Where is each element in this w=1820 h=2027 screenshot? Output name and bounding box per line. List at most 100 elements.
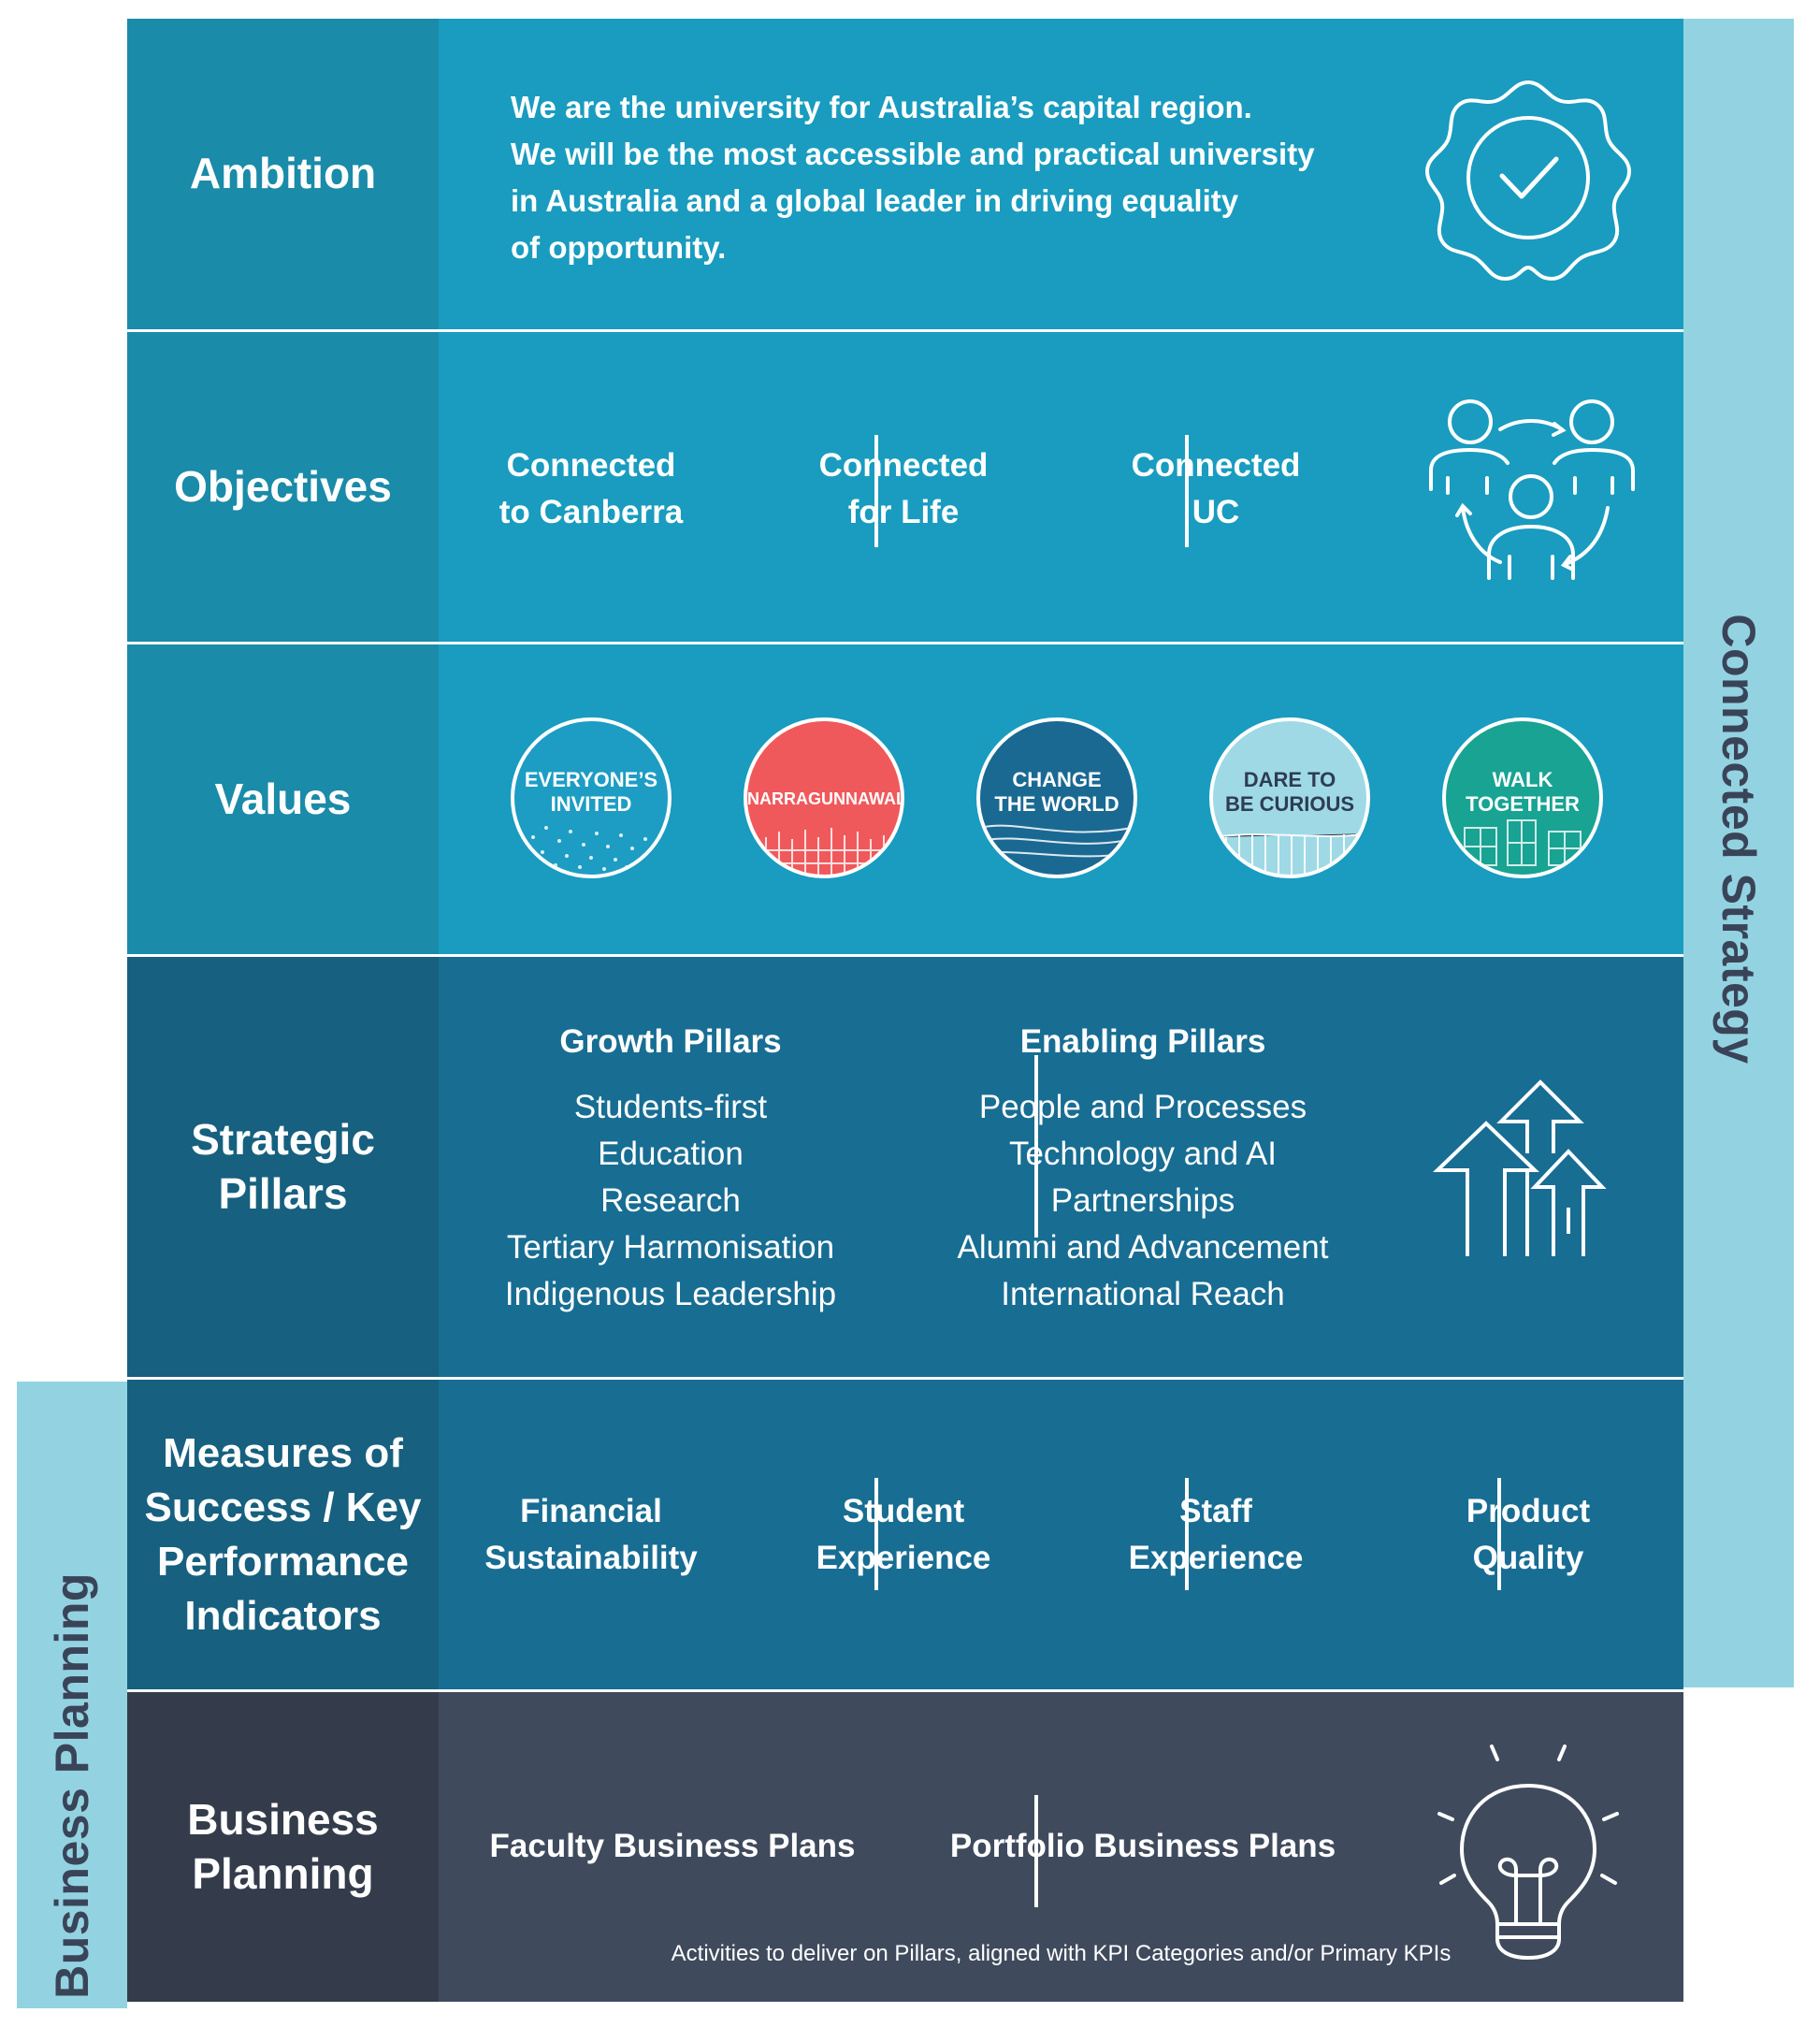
label-line: Business xyxy=(187,1795,379,1844)
divider xyxy=(874,435,878,547)
strategic-pillars-row: Strategic Pillars Growth Pillars Student… xyxy=(127,957,1683,1377)
kpi-item: Product Quality xyxy=(1466,1488,1590,1582)
ambition-body: We are the university for Australia’s ca… xyxy=(439,19,1683,329)
ambition-line: in Australia and a global leader in driv… xyxy=(511,183,1239,218)
label-line: Strategic xyxy=(191,1115,375,1164)
divider xyxy=(1185,1478,1189,1590)
kpi-item: Staff Experience xyxy=(1129,1488,1304,1582)
kpi-line: Sustainability xyxy=(484,1540,698,1576)
value-dare-to-be-curious: DARE TO BE CURIOUS xyxy=(1209,717,1370,878)
label-line: Planning xyxy=(192,1848,374,1898)
business-planning-band: Business Planning xyxy=(17,1382,127,2008)
business-plan-item: Portfolio Business Plans xyxy=(949,1828,1336,1864)
kpi-line: Financial xyxy=(520,1493,662,1529)
objective-line: Connected xyxy=(506,447,676,484)
enabling-pillars-title: Enabling Pillars xyxy=(1019,1023,1266,1060)
speckle-pattern-icon xyxy=(531,826,658,871)
strategic-pillars-body: Growth Pillars Students-first Education … xyxy=(439,957,1683,1377)
connected-strategy-label: Connected Strategy xyxy=(1712,614,1765,1064)
objective-item: Connected to Canberra xyxy=(499,442,683,536)
label-line: Pillars xyxy=(218,1168,348,1218)
value-line: WALK xyxy=(1492,768,1553,791)
value-everyones-invited: EVERYONE’S INVITED xyxy=(511,717,672,878)
kpi-item: Financial Sustainability xyxy=(484,1488,698,1582)
objective-line: UC xyxy=(1192,494,1240,530)
ambition-line: of opportunity. xyxy=(511,230,727,265)
pillar-item: Students-first xyxy=(573,1089,768,1125)
ambition-row: Ambition We are the university for Austr… xyxy=(127,19,1683,329)
value-line: NARRAGUNNAWALI xyxy=(747,789,904,808)
value-label: WALK TOGETHER xyxy=(1446,768,1599,817)
pillar-item: Partnerships xyxy=(1050,1182,1235,1219)
objectives-body: Connected to Canberra Connected for Life… xyxy=(439,332,1683,642)
growth-pillars-title: Growth Pillars xyxy=(559,1023,782,1060)
value-label: DARE TO BE CURIOUS xyxy=(1213,768,1366,817)
kpi-line: Experience xyxy=(1128,1540,1304,1576)
value-line: TOGETHER xyxy=(1466,792,1580,816)
badge-check-icon xyxy=(1425,80,1631,281)
enabling-pillars: Enabling Pillars People and Processes Te… xyxy=(958,1019,1329,1318)
label-line: Measures of xyxy=(163,1429,403,1476)
kpi-item: Student Experience xyxy=(816,1488,991,1582)
wave-pattern-icon xyxy=(980,824,1134,858)
value-label: NARRAGUNNAWALI xyxy=(747,787,901,811)
label-line: Success / Key xyxy=(144,1484,422,1530)
pillar-item: Research xyxy=(600,1182,741,1219)
divider xyxy=(1185,435,1189,547)
pillar-item: International Reach xyxy=(1001,1276,1285,1312)
values-label: Values xyxy=(127,644,439,954)
grid-pattern-icon xyxy=(1213,833,1366,875)
ambition-statement: We are the university for Australia’s ca… xyxy=(511,84,1352,271)
objectives-row: Objectives Connected to Canberra Connect… xyxy=(127,332,1683,642)
lightbulb-icon xyxy=(1437,1745,1619,1961)
value-label: CHANGE THE WORLD xyxy=(980,768,1134,817)
kpi-row: Measures of Success / Key Performance In… xyxy=(127,1380,1683,1689)
values-body: EVERYONE’S INVITED NARRAGUNNAWALI xyxy=(439,644,1683,954)
value-line: BE CURIOUS xyxy=(1224,792,1355,816)
values-row: Values EVERYONE’S INVITED xyxy=(127,644,1683,954)
objective-line: to Canberra xyxy=(498,494,684,530)
connected-strategy-band: Connected Strategy xyxy=(1683,19,1794,1687)
kpi-line: Quality xyxy=(1472,1540,1584,1576)
growth-pillars: Growth Pillars Students-first Education … xyxy=(505,1019,836,1318)
kpi-body: Financial Sustainability Student Experie… xyxy=(439,1380,1683,1689)
business-planning-label: Business Planning xyxy=(127,1692,439,2002)
divider xyxy=(874,1478,878,1590)
kpi-label: Measures of Success / Key Performance In… xyxy=(127,1380,439,1689)
value-line: CHANGE xyxy=(1012,768,1102,791)
objective-line: for Life xyxy=(847,494,960,530)
enabling-pillars-list: People and Processes Technology and AI P… xyxy=(958,1084,1329,1318)
value-narragunnawali: NARRAGUNNAWALI xyxy=(744,717,904,878)
pillar-item: Tertiary Harmonisation xyxy=(506,1229,835,1266)
arrows-up-icon xyxy=(1433,1079,1607,1256)
lattice-pattern-icon xyxy=(1464,819,1582,866)
kpi-line: Student xyxy=(842,1493,965,1529)
business-planning-band-label: Business Planning xyxy=(46,1572,98,1999)
ambition-line: We will be the most accessible and pract… xyxy=(511,137,1315,171)
value-line: THE WORLD xyxy=(994,792,1119,816)
objective-line: Connected xyxy=(818,447,989,484)
ambition-line: We are the university for Australia’s ca… xyxy=(511,90,1252,124)
value-line: INVITED xyxy=(550,792,632,816)
growth-pillars-list: Students-first Education Research Tertia… xyxy=(505,1084,836,1318)
business-planning-row: Business Planning Faculty Business Plans… xyxy=(127,1692,1683,2002)
value-label: EVERYONE’S INVITED xyxy=(514,768,668,817)
divider xyxy=(1034,1055,1038,1238)
pillar-item: Alumni and Advancement xyxy=(957,1229,1329,1266)
people-cycle-icon xyxy=(1429,399,1635,580)
business-planning-body: Faculty Business Plans Portfolio Busines… xyxy=(439,1692,1683,2002)
pillar-item: Technology and AI xyxy=(1008,1136,1278,1172)
kpi-line: Staff xyxy=(1179,1493,1252,1529)
value-line: DARE TO xyxy=(1243,768,1336,791)
kpi-line: Experience xyxy=(816,1540,991,1576)
grass-pattern-icon xyxy=(757,828,899,875)
kpi-line: Product xyxy=(1466,1493,1591,1529)
business-planning-footnote: Activities to deliver on Pillars, aligne… xyxy=(671,1941,1452,1966)
ambition-label: Ambition xyxy=(127,19,439,329)
objective-item: Connected UC xyxy=(1132,442,1301,536)
strategic-pillars-label: Strategic Pillars xyxy=(127,957,439,1377)
label-line: Indicators xyxy=(184,1592,382,1639)
pillar-item: Education xyxy=(598,1136,744,1172)
business-plan-item: Faculty Business Plans xyxy=(489,1828,856,1864)
objectives-label: Objectives xyxy=(127,332,439,642)
